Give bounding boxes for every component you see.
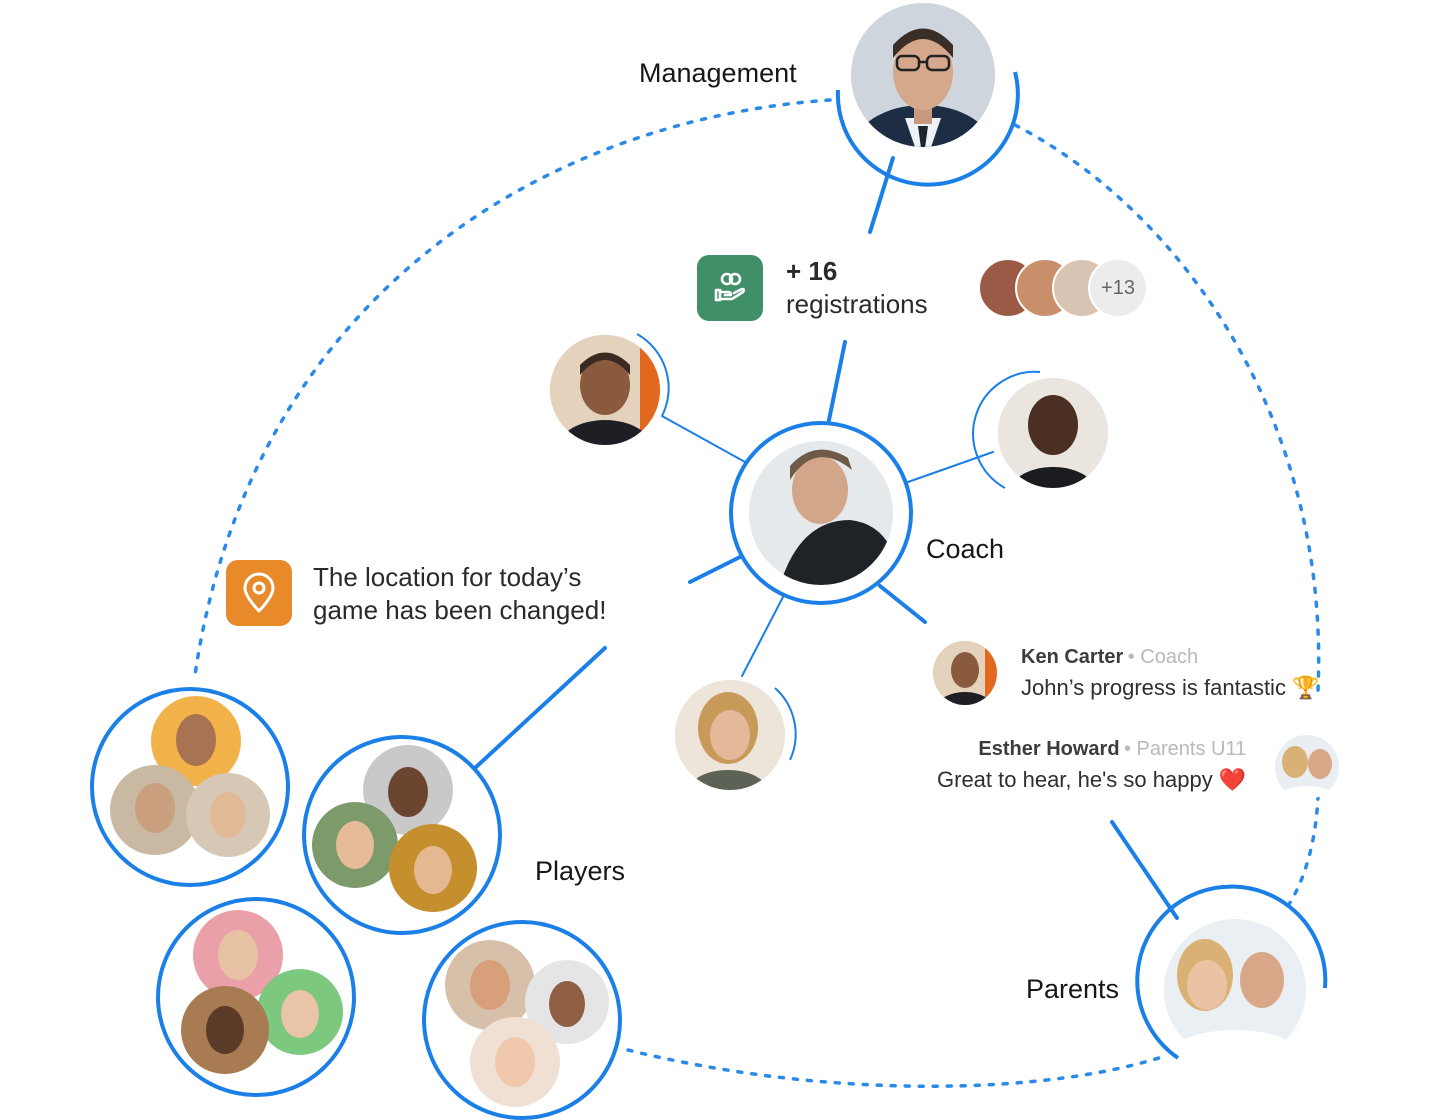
staff-avatar-3[interactable] (675, 680, 797, 814)
chat-author-name: Esther Howard (978, 738, 1120, 760)
registrations-icon (697, 255, 763, 321)
chat-message-2: Esther Howard • Parents U11 Great to hea… (937, 738, 1246, 793)
location-notice-text: The location for today’s game has been c… (313, 561, 606, 627)
coach-label: Coach (926, 534, 1005, 564)
parents-avatar (1164, 919, 1306, 1061)
chat-author-name: Ken Carter (1021, 646, 1124, 668)
player-group-2[interactable] (302, 735, 502, 935)
hand-coins-icon (714, 272, 746, 302)
chat-author-role: • Parents U11 (1124, 738, 1247, 760)
chat-message-text: Great to hear, he's so happy (937, 767, 1213, 792)
player-group-1[interactable] (90, 687, 290, 887)
parents-label: Parents (1026, 974, 1120, 1004)
staff-avatar-2[interactable] (972, 370, 1108, 523)
registrations-label: registrations (786, 289, 928, 319)
chat-author-role: • Coach (1127, 646, 1199, 668)
trophy-icon: 🏆 (1292, 675, 1320, 700)
coach-node[interactable] (729, 421, 913, 605)
registrations-more-badge: +13 (1088, 258, 1148, 318)
registrations-text: + 16 registrations (786, 255, 928, 321)
chat-message-text: John’s progress is fantastic (1021, 675, 1286, 700)
management-node[interactable] (835, 0, 1020, 195)
player-group-4[interactable] (422, 920, 622, 1120)
map-pin-icon (243, 572, 275, 613)
players-label: Players (535, 856, 626, 886)
location-line-1: The location for today’s (313, 562, 582, 592)
esther-howard-avatar (1275, 735, 1339, 799)
staff-avatar-1[interactable] (550, 333, 670, 480)
ken-carter-avatar (933, 641, 997, 705)
registrations-count: + 16 (786, 256, 838, 286)
chat-message-1: Ken Carter • Coach John’s progress is fa… (1021, 646, 1319, 701)
location-line-2: game has been changed! (313, 595, 607, 625)
management-label: Management (639, 58, 797, 88)
location-icon (226, 560, 292, 626)
management-avatar (851, 3, 995, 147)
parents-node[interactable] (1135, 884, 1328, 1090)
heart-icon: ❤️ (1218, 767, 1247, 792)
coach-avatar (749, 441, 893, 585)
player-group-3[interactable] (156, 897, 356, 1097)
